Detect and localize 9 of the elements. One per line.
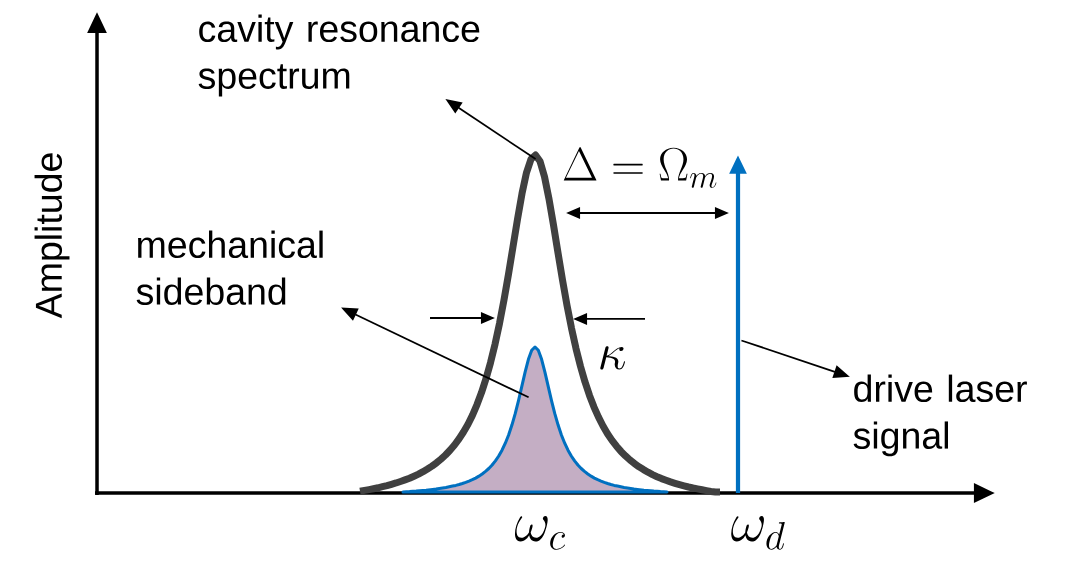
formula-label: $\kappa$ (600, 346, 626, 370)
axis-label: Amplitude (34, 153, 70, 319)
formula-label: $\Delta = \Omega_m$ (563, 147, 717, 188)
callout-text: cavity resonance spectrum (198, 14, 480, 97)
callout-text: drive laser signal (853, 374, 1027, 457)
sideband-curve (401, 345, 669, 494)
formula-label: $\omega_d$ (731, 516, 785, 550)
callout-text: mechanical sideband (136, 230, 323, 305)
formula-label: $\omega_c$ (514, 516, 565, 550)
